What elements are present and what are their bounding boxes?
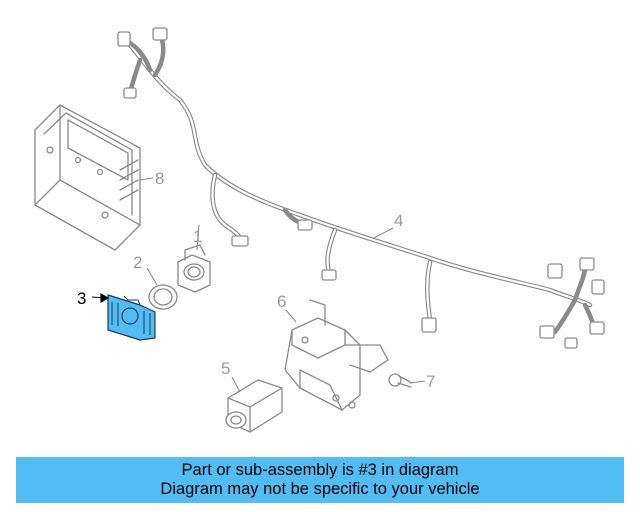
camera-part-5[interactable]	[225, 379, 283, 433]
control-module-part-8[interactable]	[34, 104, 141, 251]
bracket-part-3[interactable]	[107, 294, 156, 341]
wiring-harness-part-4[interactable]	[117, 27, 605, 349]
radar-bracket-part-6[interactable]	[284, 299, 389, 411]
retainer-part-2[interactable]	[148, 284, 178, 310]
callout-1[interactable]: 1	[193, 227, 202, 246]
callout-4[interactable]: 4	[394, 211, 403, 230]
banner-line-disclaimer: Diagram may not be specific to your vehi…	[160, 480, 480, 498]
parts-diagram: 1 2 3 4 5 6 7 8	[34, 27, 605, 433]
leader-8	[139, 177, 154, 181]
callout-7[interactable]: 7	[426, 372, 435, 391]
leader-7	[409, 380, 426, 384]
sensor-part-1[interactable]	[177, 244, 211, 293]
part-info-banner: Part or sub-assembly is #3 in diagram Di…	[16, 457, 624, 503]
push-pin-part-7[interactable]	[388, 373, 413, 388]
leader-6	[285, 309, 297, 323]
leader-5	[231, 376, 241, 393]
leader-1	[196, 224, 200, 251]
callout-3[interactable]: 3	[77, 289, 86, 308]
leader-3-arrow	[100, 293, 110, 303]
callout-5[interactable]: 5	[221, 359, 230, 378]
callout-2[interactable]: 2	[133, 253, 142, 272]
banner-line-part-number: Part or sub-assembly is #3 in diagram	[181, 461, 459, 479]
leader-4	[373, 227, 394, 239]
leader-2	[146, 267, 158, 286]
callout-8[interactable]: 8	[155, 169, 164, 188]
callout-6[interactable]: 6	[277, 292, 286, 311]
